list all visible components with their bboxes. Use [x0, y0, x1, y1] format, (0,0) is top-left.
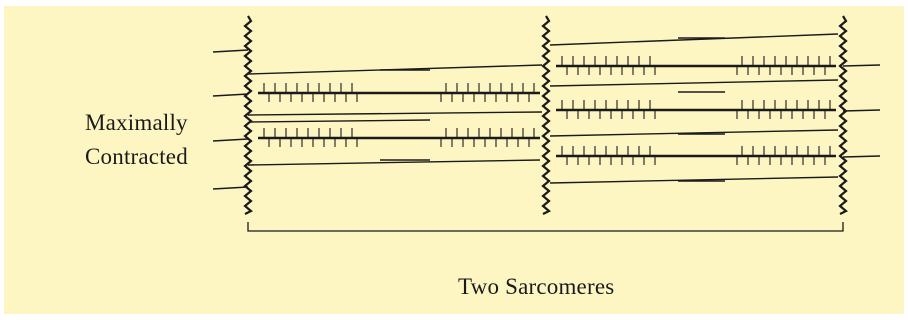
bracket-line — [247, 222, 844, 232]
myosin-filament-right-2 — [556, 100, 836, 119]
actin-filament — [247, 111, 543, 116]
actin-filaments — [212, 33, 881, 190]
sarcomeres-caption: Two Sarcomeres — [458, 274, 615, 299]
actin-filament — [212, 49, 249, 53]
myosin-filaments — [258, 56, 836, 165]
z-disc-middle — [541, 15, 551, 215]
z-discs — [243, 15, 848, 215]
two-sarcomere-bracket — [247, 222, 844, 232]
actin-filament — [549, 33, 839, 46]
actin-filament — [549, 79, 839, 87]
actin-filament — [212, 186, 249, 190]
actin-filament — [842, 64, 881, 67]
actin-filament — [249, 119, 431, 123]
actin-filament — [549, 176, 839, 184]
z-disc-left — [243, 15, 253, 215]
contraction-state-label: Maximally Contracted — [85, 106, 188, 174]
state-line-2: Contracted — [85, 144, 188, 169]
myosin-filament-right-3 — [556, 146, 836, 165]
z-disc-right — [838, 15, 848, 215]
myosin-filament-left-top — [258, 83, 540, 102]
actin-filament — [842, 155, 881, 158]
actin-filament — [549, 129, 839, 137]
state-line-1: Maximally — [85, 110, 188, 135]
actin-filament — [247, 159, 541, 166]
actin-filament — [212, 138, 249, 142]
myosin-filament-left-bottom — [258, 128, 540, 147]
myosin-filament-right-1 — [556, 56, 836, 75]
diagram-panel — [4, 6, 904, 314]
actin-filament — [842, 109, 881, 112]
actin-filament — [212, 93, 249, 97]
